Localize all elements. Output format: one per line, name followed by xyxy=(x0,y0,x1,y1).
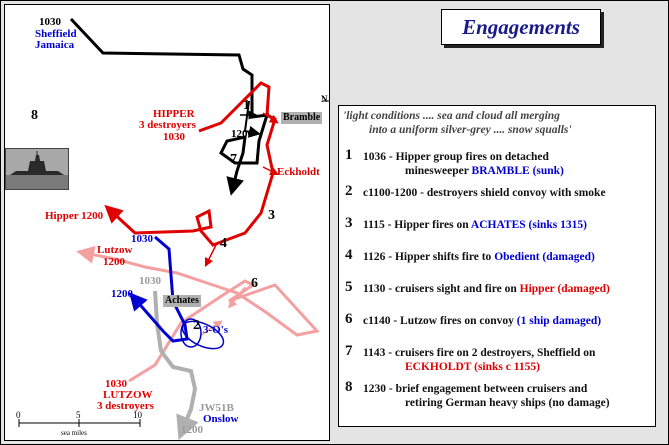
time-label: 1030 xyxy=(131,233,153,245)
time-label: 1030 xyxy=(163,131,185,143)
lutzow-label: Lutzow xyxy=(97,244,133,256)
hipper-track xyxy=(104,81,277,247)
quote-line: 'light conditions .... sea and cloud all… xyxy=(343,110,560,122)
north-label: N xyxy=(321,94,328,104)
event-highlight: ECKHOLDT (sinks c 1155) xyxy=(405,361,540,373)
track-lines xyxy=(18,17,329,440)
event-marker-2: 2 xyxy=(193,318,200,333)
scale-label: 10 xyxy=(133,410,142,420)
time-label: 1030 xyxy=(39,16,61,28)
battleship-photo xyxy=(5,148,69,190)
sheffield-label: Sheffield xyxy=(35,28,77,40)
scale-label: 5 xyxy=(76,410,81,420)
diagram-title: Engagements xyxy=(441,9,601,45)
convoy-track xyxy=(153,290,199,440)
onslow-label: Onslow xyxy=(203,413,239,425)
destroyer-track xyxy=(129,235,189,343)
time-label: 1200 xyxy=(103,256,125,268)
time-label: 1200 xyxy=(181,424,203,436)
event-number: 8 xyxy=(345,379,353,395)
event-text: 1036 - Hipper group fires on detached xyxy=(363,151,549,163)
hipper-label: HIPPER xyxy=(153,108,195,120)
event-text: retiring German heavy ships (no damage) xyxy=(405,397,610,409)
achates-label: Achates xyxy=(163,295,201,307)
event-highlight: BRAMBLE (sunk) xyxy=(471,165,564,177)
scale-label: 0 xyxy=(16,410,21,420)
jw51b-label: JW51B xyxy=(199,402,234,414)
event-marker-7: 7 xyxy=(230,152,237,167)
event-marker-5: 5 xyxy=(229,180,236,195)
lutzow-destroyers-label: 3 destroyers xyxy=(97,400,154,412)
eckholdt-label: Eckholdt xyxy=(277,166,320,178)
event-marker-4: 4 xyxy=(220,236,227,251)
event-marker-8: 8 xyxy=(31,108,38,123)
cruiser-track xyxy=(69,17,270,196)
event-number: 5 xyxy=(345,279,353,295)
event-highlight: ACHATES (sinks 1315) xyxy=(470,219,587,231)
scale-unit-label: sea miles xyxy=(61,429,87,437)
time-label: 1200 xyxy=(111,288,133,300)
event-number: 2 xyxy=(345,183,353,199)
event-text: 1115 - Hipper fires on xyxy=(363,219,471,231)
event-marker-6: 6 xyxy=(251,276,258,291)
event-number: 1 xyxy=(345,147,353,163)
hipper-time-label: Hipper 1200 xyxy=(45,210,104,222)
three-os-label: 3-O's xyxy=(203,324,229,336)
event-number: 4 xyxy=(345,247,353,263)
battle-map: 1030 Sheffield Jamaica 8 HIPPER 3 destro… xyxy=(4,4,330,441)
quote-line: into a uniform silver-grey .... snow squ… xyxy=(369,124,572,136)
event-highlight: Hipper (damaged) xyxy=(519,283,610,295)
event-text: minesweeper xyxy=(405,165,472,177)
time-label: 1030 xyxy=(139,275,161,287)
event-text: 1130 - cruisers sight and fire on xyxy=(363,283,520,295)
event-text: c1100-1200 - destroyers shield convoy wi… xyxy=(363,187,606,199)
event-number: 6 xyxy=(345,311,353,327)
time-label: 1030 xyxy=(105,378,127,390)
event-text: 1143 - cruisers fire on 2 destroyers, Sh… xyxy=(363,347,596,359)
event-text: 1230 - brief engagement between cruisers… xyxy=(363,383,588,395)
event-marker-3: 3 xyxy=(268,208,275,223)
event-highlight: (1 ship damaged) xyxy=(516,315,602,327)
event-number: 7 xyxy=(345,343,353,359)
lutzow-track xyxy=(76,245,320,383)
cruiser-track-2 xyxy=(243,100,261,138)
jamaica-label: Jamaica xyxy=(35,39,75,51)
bramble-label: Bramble xyxy=(281,112,323,124)
battleship-icon xyxy=(6,149,68,189)
events-legend: 'light conditions .... sea and cloud all… xyxy=(338,105,656,427)
event-text: 1126 - Hipper shifts fire to xyxy=(363,251,495,263)
event-marker-1: 1 xyxy=(243,98,250,113)
lutzow-caps-label: LUTZOW xyxy=(103,389,153,401)
event-number: 3 xyxy=(345,215,353,231)
event-text: c1140 - Lutzow fires on convoy xyxy=(363,315,517,327)
hipper-destroyers-label: 3 destroyers xyxy=(139,119,196,131)
time-label: 1200 xyxy=(231,128,253,140)
weather-quote: 'light conditions .... sea and cloud all… xyxy=(343,109,649,137)
event-highlight: Obedient (damaged) xyxy=(494,251,595,263)
